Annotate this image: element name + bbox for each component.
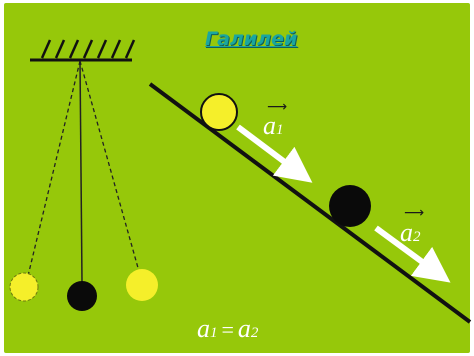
label-a2: a2 — [400, 220, 421, 246]
acceleration-arrow-icon — [374, 225, 451, 283]
eq-a-right: a — [237, 314, 251, 343]
vector-arrow-icon: ⟶ — [404, 205, 425, 221]
label-a2-subscript: 2 — [413, 229, 421, 245]
pendulum-string-right — [79, 60, 141, 276]
label-a1-subscript: 1 — [276, 122, 284, 138]
diagram-title: Галилей — [205, 28, 298, 50]
label-a2-letter: a — [400, 218, 413, 247]
incline-ball-yellow — [200, 93, 238, 131]
eq-sub-two: 2 — [250, 325, 259, 341]
pendulum-bob-left-yellow — [9, 272, 39, 302]
equation-a1-equals-a2: a1=a2 — [197, 316, 258, 342]
acceleration-arrow-icon — [236, 124, 313, 183]
vector-arrow-icon: ⟶ — [267, 99, 288, 115]
eq-a-left: a — [197, 314, 210, 343]
label-a1: a1 — [263, 113, 284, 139]
incline-ball-black — [329, 185, 371, 227]
pendulum-string-left — [26, 60, 81, 281]
pendulum-bob-right-yellow — [126, 269, 158, 301]
hatched-ceiling-icon — [30, 39, 136, 62]
eq-sub-one: 1 — [210, 325, 218, 341]
pendulum-string-center — [79, 60, 83, 283]
pendulum-bob-center-black — [67, 281, 97, 311]
eq-equals-sign: = — [221, 317, 234, 342]
inclined-plane-line — [148, 82, 472, 324]
label-a1-letter: a — [263, 111, 276, 140]
